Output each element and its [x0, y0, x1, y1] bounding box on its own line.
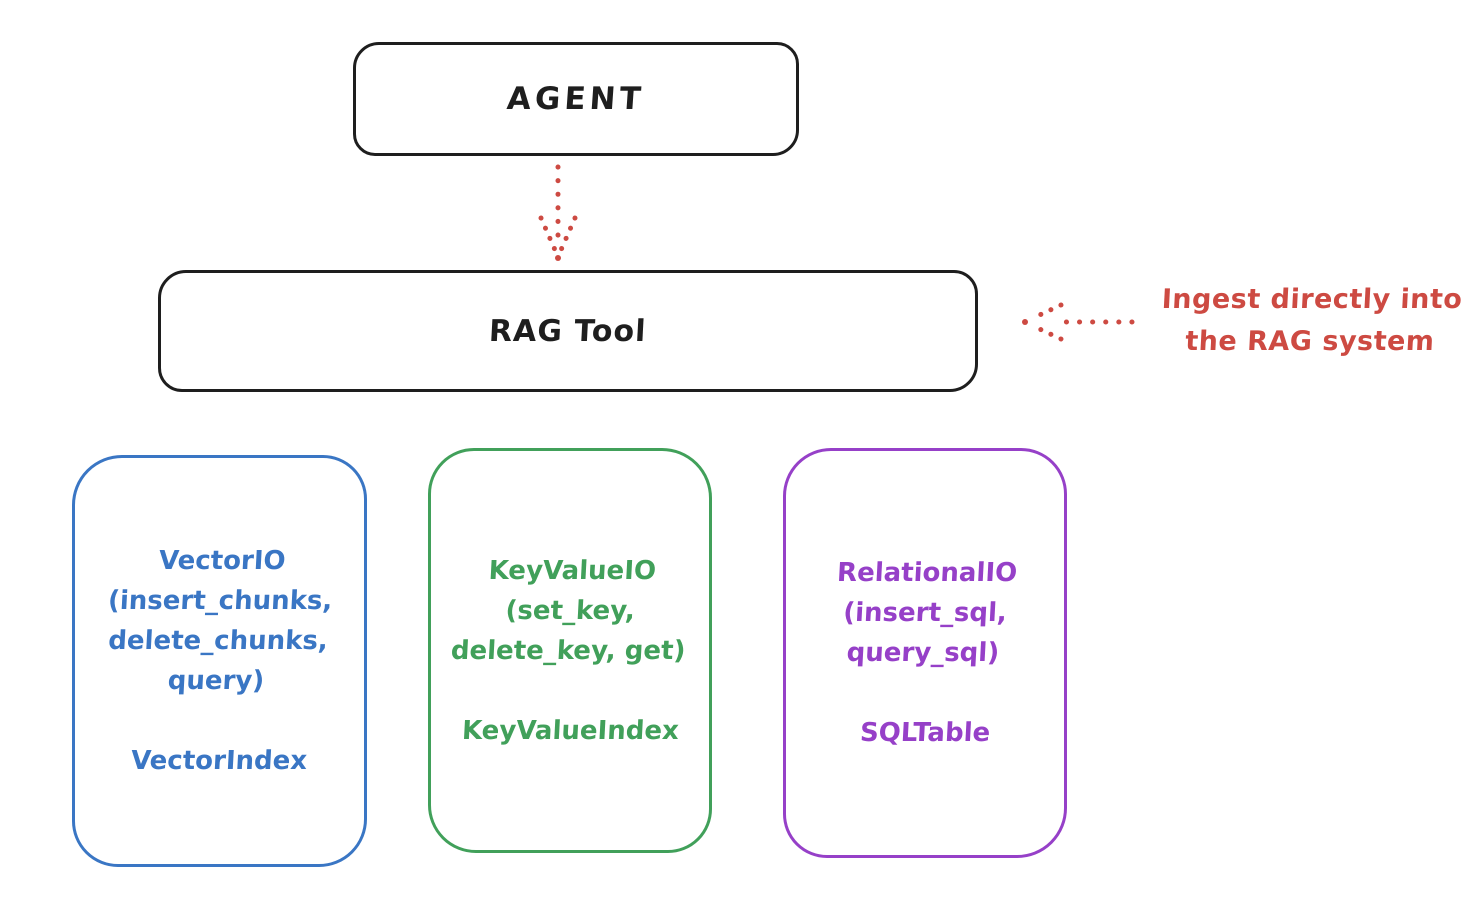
rag-tool-box: RAG Tool	[158, 270, 978, 392]
dotted-arrow-left-icon	[1022, 302, 1135, 342]
vectorio-index-label: VectorIndex	[130, 746, 309, 776]
agent-box: AGENT	[353, 42, 799, 156]
rag-tool-label: RAG Tool	[488, 313, 648, 349]
ingest-annotation: Ingest directly into the RAG system	[1161, 284, 1464, 357]
agent-label: AGENT	[505, 81, 647, 117]
keyvalueio-methods: KeyValueIO (set_key, delete_key, get)	[449, 555, 686, 666]
dotted-arrow-down-icon	[538, 164, 578, 261]
relationalio-box: RelationalIO (insert_sql, query_sql) SQL…	[783, 448, 1067, 858]
keyvalueio-index-label: KeyValueIndex	[460, 715, 680, 746]
vectorio-methods: VectorIO (insert_chunks, delete_chunks, …	[107, 546, 334, 696]
relationalio-methods: RelationalIO (insert_sql, query_sql)	[836, 558, 1018, 668]
vectorio-box: VectorIO (insert_chunks, delete_chunks, …	[72, 455, 367, 867]
keyvalueio-box: KeyValueIO (set_key, delete_key, get) Ke…	[428, 448, 712, 853]
relationalio-index-label: SQLTable	[859, 718, 991, 748]
